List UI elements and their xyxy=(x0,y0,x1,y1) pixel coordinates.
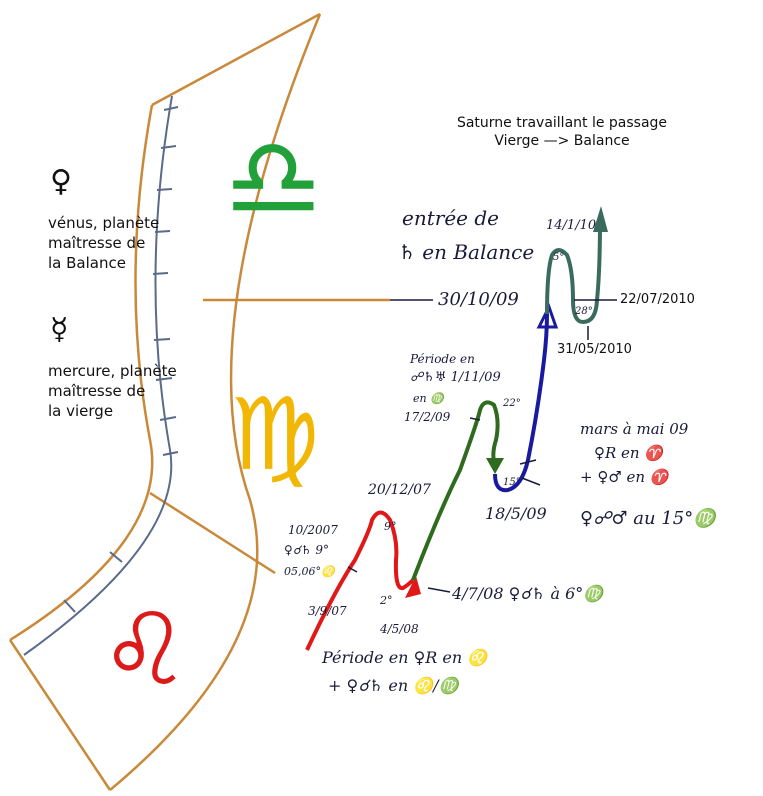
note-venus-sat-9: ♀☌♄ 9° xyxy=(284,543,330,557)
note-mars-line1: mars à mai 09 xyxy=(580,420,689,438)
note-mars-line2: ♀R en ♈ xyxy=(594,444,664,462)
note-date-4-5-08: 4/5/08 xyxy=(380,622,419,636)
note-date-20-12-07: 20/12/07 xyxy=(368,482,431,498)
note-deg-9: 9° xyxy=(384,520,397,533)
degree-ruler xyxy=(23,95,179,656)
note-deg-22: 22° xyxy=(503,398,521,409)
note-conj-6: 4/7/08 ♀☌♄ à 6°♍ xyxy=(452,584,604,603)
venus-label-line2: maîtresse de xyxy=(48,234,146,252)
virgo-icon: ♍ xyxy=(230,376,320,493)
note-date-10-2007: 10/2007 xyxy=(288,523,338,537)
venus-icon: ♀ xyxy=(50,164,72,199)
note-date-3-9-07: 3/9/07 xyxy=(308,604,347,618)
mercury-label-line3: la vierge xyxy=(48,402,114,420)
note-periode-b-line2: + ♀☌♄ en ♌/♍ xyxy=(328,676,459,695)
teal-path-arrowhead xyxy=(593,206,608,232)
note-periode-b-line1: Période en ♀R en ♌ xyxy=(322,648,488,667)
mercury-label-line2: maîtresse de xyxy=(48,382,146,400)
note-mars-line3: + ♀♂ en ♈ xyxy=(580,468,669,486)
venus-label-line1: vénus, planète xyxy=(48,214,160,232)
note-deg-5: 5° xyxy=(553,252,565,263)
note-deg-15: 15° xyxy=(503,477,521,488)
note-date-30-10-09: 30/10/09 xyxy=(438,289,519,310)
mercury-label-line1: mercure, planète xyxy=(48,362,177,380)
green-path xyxy=(411,400,500,581)
diagram-title-line1: Saturne travaillant le passage xyxy=(456,115,668,131)
date-22-07-2010: 22/07/2010 xyxy=(620,292,695,307)
leo-icon: ♌ xyxy=(100,591,190,708)
blue-path-arrowhead xyxy=(536,303,559,329)
note-periode-line3: en ♍ xyxy=(413,392,444,405)
green-path-arrowhead xyxy=(486,458,504,474)
note-entree-line1: entrée de xyxy=(402,206,499,230)
red-path xyxy=(305,510,415,651)
venus-label-line3: la Balance xyxy=(48,254,126,272)
note-entree-line2: ♄ en Balance xyxy=(398,240,535,264)
note-venus-mars: ♀☍♂ au 15°♍ xyxy=(580,508,716,529)
note-periode-line4: 17/2/09 xyxy=(404,410,451,424)
note-deg-2: 2° xyxy=(380,594,393,607)
red-path-arrowhead xyxy=(405,576,421,598)
note-periode-line2: ☍♄♅ 1/11/09 xyxy=(410,370,501,385)
note-date-18-5-09: 18/5/09 xyxy=(485,504,547,523)
mercury-icon: ☿ xyxy=(50,312,69,347)
date-31-05-2010: 31/05/2010 xyxy=(557,342,632,357)
note-periode-line1: Période en xyxy=(410,352,475,366)
blue-path xyxy=(493,313,549,493)
annotation-pointers xyxy=(347,299,617,593)
note-date-14-1-10: 14/1/10 xyxy=(546,218,597,233)
diagram-title-line2: Vierge —> Balance xyxy=(494,133,630,149)
libra-icon: ♎ xyxy=(224,114,323,242)
note-deg-05-06: 05,06°♌ xyxy=(284,565,335,578)
wheel-sector xyxy=(8,12,390,791)
note-deg-28: 28° xyxy=(575,306,593,317)
